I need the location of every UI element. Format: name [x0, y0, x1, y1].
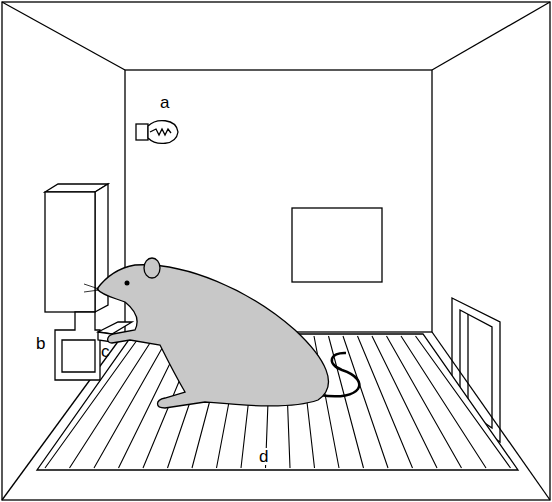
bulb-filament — [150, 129, 171, 135]
part-letter: a — [158, 94, 171, 111]
rat-ear — [144, 258, 160, 278]
part-letter: c — [99, 343, 112, 360]
part-letter: b — [34, 335, 47, 352]
food-cup — [62, 340, 95, 372]
ceiling-edge — [2, 2, 125, 70]
rat-whiskers — [84, 284, 99, 292]
dispenser-front — [45, 192, 95, 312]
part-letter: d — [257, 448, 270, 465]
rat-eye — [125, 281, 130, 286]
side-door-panel — [467, 314, 468, 410]
ceiling-edge — [432, 2, 550, 70]
food-tray — [55, 312, 100, 380]
light-bulb — [136, 121, 178, 144]
bulb-glass — [148, 121, 178, 144]
rat — [84, 258, 359, 408]
bulb-socket — [136, 124, 148, 140]
rat-body — [97, 265, 328, 408]
window — [292, 208, 382, 282]
